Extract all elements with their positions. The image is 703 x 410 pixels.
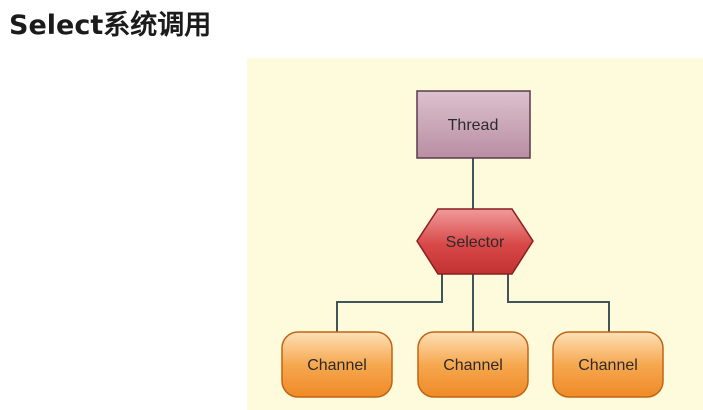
thread-box <box>416 90 531 159</box>
channel-node: Channel <box>552 331 664 398</box>
channel-label: Channel <box>578 357 638 374</box>
channel-box <box>417 331 529 398</box>
channel-label: Channel <box>443 357 503 374</box>
channel-node: Channel <box>417 331 529 398</box>
selector-hexagon <box>416 208 534 275</box>
channel-node: Channel <box>281 331 393 398</box>
thread-label: Thread <box>448 117 499 134</box>
selector-label: Selector <box>446 234 505 251</box>
channel-box <box>552 331 664 398</box>
connectors <box>336 158 610 332</box>
connector-selector-channel-1 <box>336 274 443 332</box>
connector-selector-channel-3 <box>507 274 610 332</box>
thread-node: Thread <box>416 90 531 159</box>
page-title: Select系统调用 <box>9 10 212 41</box>
channel-label: Channel <box>307 357 367 374</box>
selector-node: Selector <box>416 208 534 275</box>
channel-box <box>281 331 393 398</box>
